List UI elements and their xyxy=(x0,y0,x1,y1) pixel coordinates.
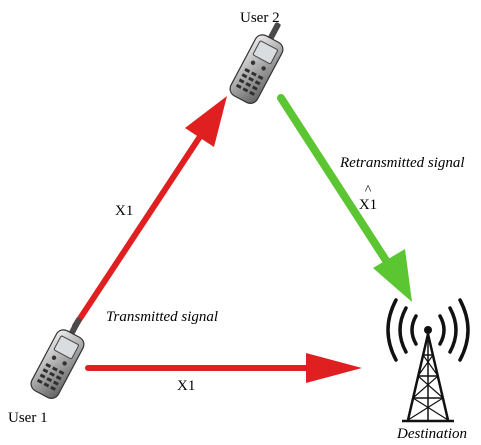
retransmitted-signal-label: Retransmitted signal xyxy=(340,155,465,171)
arrow-user1-to-user2 xyxy=(72,96,227,329)
edge-label-user1-destination: X1 xyxy=(177,378,196,394)
user1-phone-icon xyxy=(30,317,85,399)
x1-hat-text: X1 xyxy=(358,197,378,213)
edge-label-user1-user2: X1 xyxy=(115,203,134,219)
transmitted-signal-label: Transmitted signal xyxy=(106,309,219,325)
arrow-user2-to-destination xyxy=(277,94,412,302)
user2-phone-icon xyxy=(229,22,284,104)
user1-label: User 1 xyxy=(8,410,48,426)
arrow-user1-to-destination xyxy=(85,353,362,383)
destination-label: Destination xyxy=(397,426,467,442)
radio-tower-icon xyxy=(386,298,470,423)
user2-label: User 2 xyxy=(240,10,280,26)
edge-label-user2-destination: ^ X1 xyxy=(353,183,383,214)
hat-accent: ^ xyxy=(364,183,372,198)
